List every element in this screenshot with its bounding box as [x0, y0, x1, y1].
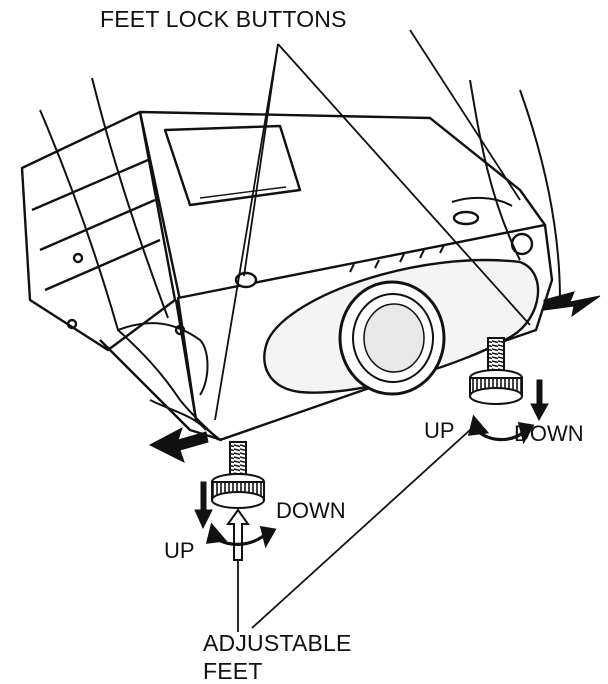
up-label-left: UP	[164, 538, 195, 563]
left-down-arrow-icon	[194, 481, 213, 530]
leader-lines	[214, 29, 531, 632]
left-push-arrow-icon	[148, 426, 209, 463]
right-push-arrow-icon	[543, 291, 601, 318]
left-adjustable-foot	[211, 441, 265, 509]
feet-lock-buttons-label: FEET LOCK BUTTONS	[100, 6, 347, 32]
right-down-arrow-icon	[530, 379, 549, 422]
rotation-arrows	[205, 414, 535, 549]
lock-button-arrows	[148, 291, 601, 463]
feet-label: FEET	[203, 658, 263, 684]
up-label-right: UP	[424, 418, 455, 443]
lens	[338, 280, 446, 396]
down-arrows	[194, 379, 549, 530]
right-adjustable-foot	[469, 337, 523, 405]
up-arrows	[226, 508, 250, 561]
adjustable-label: ADJUSTABLE	[203, 630, 352, 656]
down-label-right: DOWN	[514, 421, 584, 446]
down-label-left: DOWN	[276, 498, 346, 523]
hands	[39, 77, 561, 441]
left-up-arrow-icon	[226, 508, 250, 561]
